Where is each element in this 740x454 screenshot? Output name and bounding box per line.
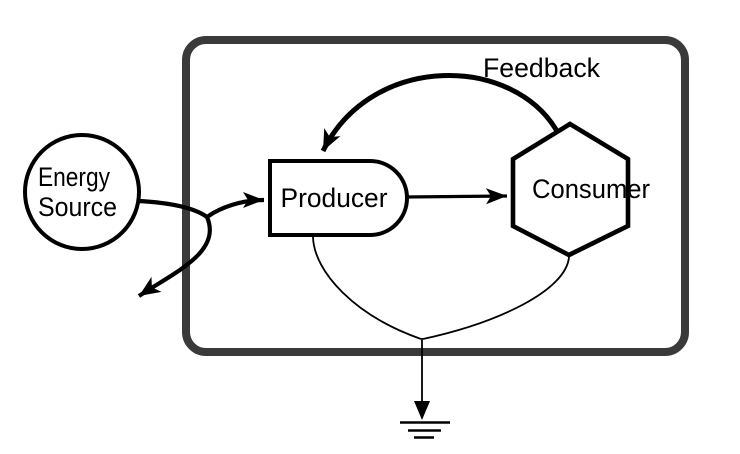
consumer-to-ground-line	[422, 256, 570, 340]
feedback-label: Feedback	[483, 53, 600, 83]
consumer-node	[510, 121, 631, 258]
energy-to-producer-arrow	[205, 192, 265, 219]
producer-to-consumer-arrow	[404, 188, 508, 205]
energy-source-label-line1: Energy	[38, 162, 110, 192]
energy-source-node	[23, 133, 141, 251]
ground-arrowhead	[414, 401, 430, 420]
energy-source-output-line	[136, 198, 210, 220]
energy-source-label-line2: Source	[38, 192, 117, 222]
system-boundary-box	[182, 36, 689, 356]
ground-icon	[400, 401, 450, 439]
consumer-label: Consumer	[532, 174, 650, 204]
producer-label: Producer	[281, 183, 388, 213]
producer-node	[268, 159, 409, 237]
feedback-arrow	[320, 73, 561, 153]
producer-to-ground-line	[312, 236, 422, 340]
energy-branch-out-arrow	[137, 216, 212, 298]
